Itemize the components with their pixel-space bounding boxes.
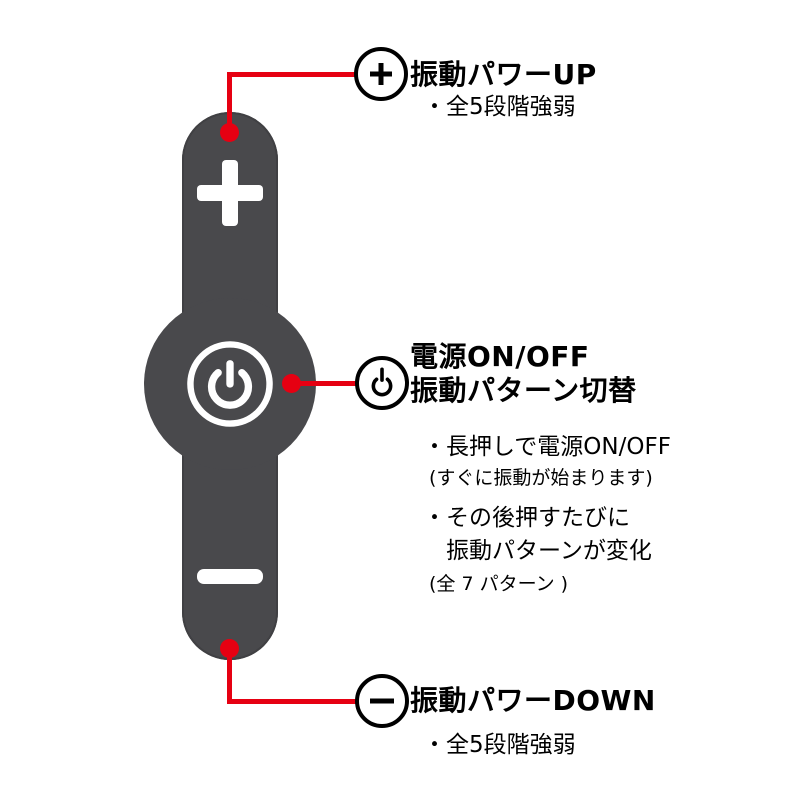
callout-title-line1: 電源ON/OFF xyxy=(410,340,590,373)
callout-line-up xyxy=(227,72,232,134)
callout-bullet-pattern-change: 振動パターンが変化 xyxy=(446,538,652,564)
callout-note-pattern-count: (全 7 パターン ) xyxy=(429,573,569,595)
plus-circle-icon xyxy=(354,47,408,101)
callout-bullet-long-press: ・長押しで電源ON/OFF xyxy=(423,434,671,460)
callout-bullet-power-down: ・全5段階強弱 xyxy=(423,732,576,758)
callout-title-power-onoff: 電源ON/OFF 振動パターン切替 xyxy=(410,340,637,408)
callout-dot-down xyxy=(220,639,239,658)
callout-line-down xyxy=(227,699,359,704)
callout-title-power-up: 振動パワーUP xyxy=(410,58,597,91)
plus-icon xyxy=(222,160,238,226)
callout-dot-up xyxy=(220,123,239,142)
power-icon xyxy=(187,341,273,427)
minus-circle-icon xyxy=(355,674,409,728)
callout-bullet-each-press: ・その後押すたびに xyxy=(423,505,630,531)
callout-note-vibration-starts: (すぐに振動が始まります) xyxy=(429,467,653,489)
minus-icon xyxy=(197,569,263,584)
callout-line-power xyxy=(290,381,359,386)
power-circle-icon xyxy=(355,356,409,410)
callout-line-up xyxy=(227,72,359,77)
callout-dot-power xyxy=(282,374,301,393)
callout-title-line2: 振動パターン切替 xyxy=(410,374,637,407)
callout-line-down xyxy=(227,647,232,704)
callout-title-power-down: 振動パワーDOWN xyxy=(410,684,656,717)
callout-bullet-power-up: ・全5段階強弱 xyxy=(423,94,576,120)
